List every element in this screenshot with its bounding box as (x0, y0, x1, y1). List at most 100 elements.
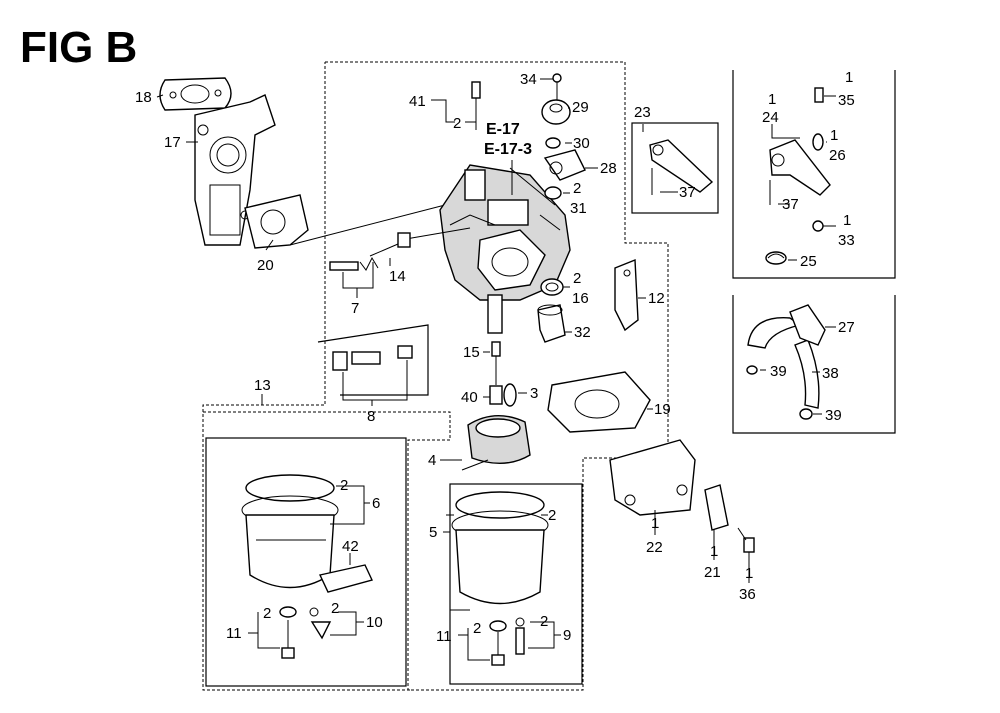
needle-line (399, 227, 471, 241)
label-41: 41 (409, 93, 426, 110)
label-34: 34 (520, 71, 537, 88)
carburetor-body (439, 164, 571, 334)
label-11a: 11 (226, 625, 242, 642)
qty-33: 1 (843, 212, 851, 229)
washer-26 (812, 133, 824, 151)
qty-16: 2 (573, 270, 581, 287)
label-6: 6 (372, 495, 380, 512)
label-18: 18 (135, 89, 152, 106)
qty-31: 2 (573, 180, 581, 197)
screw-8 (332, 345, 413, 371)
clip-39b (799, 408, 813, 420)
label-35: 35 (838, 92, 855, 109)
qty-24: 1 (768, 91, 776, 108)
screw-35 (814, 87, 824, 103)
qty-10: 2 (331, 600, 339, 617)
seal-30 (545, 137, 561, 149)
qty-35: 1 (845, 69, 853, 86)
float-4 (461, 415, 531, 471)
label-28: 28 (600, 160, 617, 177)
label-19: 19 (654, 401, 671, 418)
qty-11a: 2 (263, 605, 271, 622)
label-37a: 37 (679, 184, 696, 201)
bowl-box-left (205, 437, 407, 687)
label-39b: 39 (825, 407, 842, 424)
box-8 (317, 324, 429, 396)
drain-42 (318, 564, 373, 593)
label-29: 29 (572, 99, 589, 116)
label-32: 32 (574, 324, 591, 341)
carburetor-assembly-outline (202, 61, 669, 691)
label-37b: 37 (782, 196, 799, 213)
oring-3 (503, 383, 517, 407)
clamp-21 (704, 484, 729, 531)
cover-29 (541, 99, 571, 125)
label-22: 22 (646, 539, 663, 556)
label-25: 25 (800, 253, 817, 270)
box-24 (732, 70, 896, 279)
label-36: 36 (739, 586, 756, 603)
label-26: 26 (829, 147, 846, 164)
lever-24 (769, 139, 831, 205)
carb-link (509, 167, 556, 206)
washer-right (489, 620, 507, 632)
bracket-12 (614, 258, 639, 332)
label-31: 31 (570, 200, 587, 217)
label-38: 38 (822, 365, 839, 382)
ref-e17-3[interactable]: E-17-3 (484, 141, 532, 158)
screw-10 (309, 607, 332, 640)
label-20: 20 (257, 257, 274, 274)
lever-23 (649, 139, 714, 195)
screw-41 (471, 81, 481, 130)
spring-7 (329, 256, 379, 271)
washer-left (279, 606, 297, 618)
label-16: 16 (572, 290, 589, 307)
screw-34 (552, 73, 562, 100)
bolt-11-right (491, 632, 505, 666)
label-11b: 11 (436, 628, 452, 645)
needle-14 (369, 232, 411, 257)
qty-26: 1 (830, 127, 838, 144)
label-14: 14 (389, 268, 406, 285)
oring-16 (540, 278, 564, 296)
qty-36: 1 (745, 565, 753, 582)
label-15: 15 (463, 344, 480, 361)
clip-39a (746, 365, 758, 375)
spring-25 (765, 251, 787, 265)
qty-11b: 2 (473, 620, 481, 637)
ref-e17[interactable]: E-17 (486, 121, 520, 138)
label-33: 33 (838, 232, 855, 249)
bolt-11-left (281, 620, 295, 659)
label-23: 23 (634, 104, 651, 121)
label-30: 30 (573, 135, 590, 152)
label-13: 13 (254, 377, 271, 394)
gasket-20 (244, 194, 309, 249)
assembly-13-outline (202, 62, 326, 412)
label-10: 10 (366, 614, 383, 631)
qty-5: 2 (548, 507, 556, 524)
label-17: 17 (164, 134, 181, 151)
gasket-18 (159, 77, 232, 111)
bolt-36 (737, 527, 755, 553)
nut-33 (812, 220, 824, 232)
label-7: 7 (351, 300, 359, 317)
bracket-22 (609, 439, 696, 516)
label-12: 12 (648, 290, 665, 307)
insulator-17 (194, 94, 276, 246)
label-8: 8 (367, 408, 375, 425)
label-21: 21 (704, 564, 721, 581)
label-4: 4 (428, 452, 436, 469)
gasket-19 (547, 371, 651, 433)
jet-32 (537, 304, 566, 343)
qty-22: 1 (651, 515, 659, 532)
label-40: 40 (461, 389, 478, 406)
label-42: 42 (342, 538, 359, 555)
qty-6: 2 (340, 477, 348, 494)
bowl-6 (241, 474, 339, 589)
label-27: 27 (838, 319, 855, 336)
qty-21: 1 (710, 543, 718, 560)
valve-28 (543, 149, 586, 181)
qty-41: 2 (453, 115, 461, 132)
